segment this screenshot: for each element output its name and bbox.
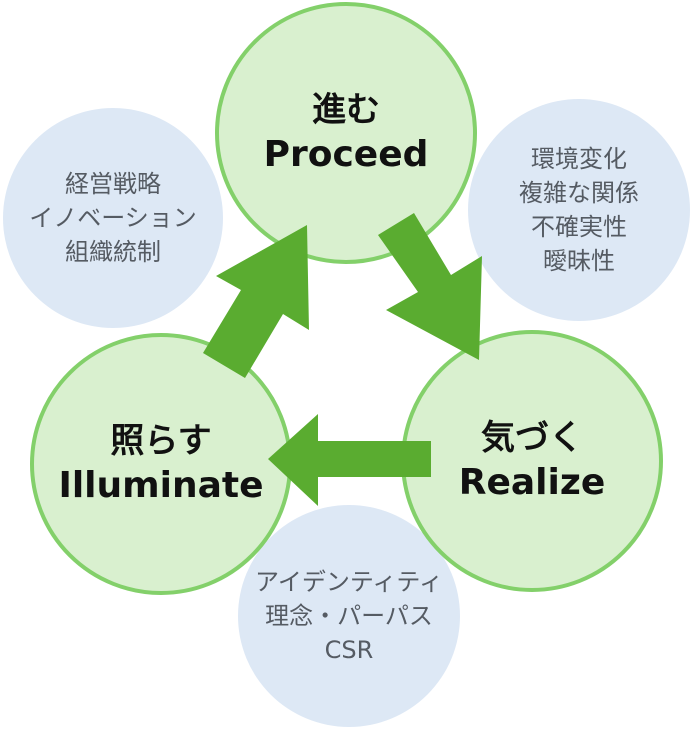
arrow-illuminate-to-proceed <box>203 225 309 378</box>
node-label-en: Realize <box>458 462 606 503</box>
note-line: イノベーション <box>29 204 197 232</box>
arrow-realize-to-illuminate <box>268 414 431 506</box>
note-circle-strategy: 経営戦略 イノベーション 組織統制 <box>3 108 223 328</box>
note-line: 曖昧性 <box>543 247 615 275</box>
note-line: CSR <box>324 636 374 664</box>
note-line: 組織統制 <box>65 238 161 266</box>
note-line: 複雑な関係 <box>519 179 639 207</box>
note-line: アイデンティティ <box>255 568 443 596</box>
note-line: 環境変化 <box>531 145 627 173</box>
cycle-node-proceed: 進む Proceed <box>215 2 477 264</box>
node-label-jp: 進む <box>312 90 380 130</box>
node-label-en: Illuminate <box>58 465 264 506</box>
cycle-node-realize: 気づく Realize <box>401 330 663 592</box>
note-line: 経営戦略 <box>65 170 161 198</box>
arrow-proceed-to-realize <box>378 213 482 360</box>
note-line: 理念・パーパス <box>265 602 433 630</box>
note-circle-identity: アイデンティティ 理念・パーパス CSR <box>238 505 460 727</box>
node-label-jp: 照らす <box>110 421 212 461</box>
note-circle-environment: 環境変化 複雑な関係 不確実性 曖昧性 <box>468 99 690 321</box>
note-line: 不確実性 <box>531 213 627 241</box>
node-label-en: Proceed <box>263 134 429 175</box>
node-label-jp: 気づく <box>481 418 583 458</box>
